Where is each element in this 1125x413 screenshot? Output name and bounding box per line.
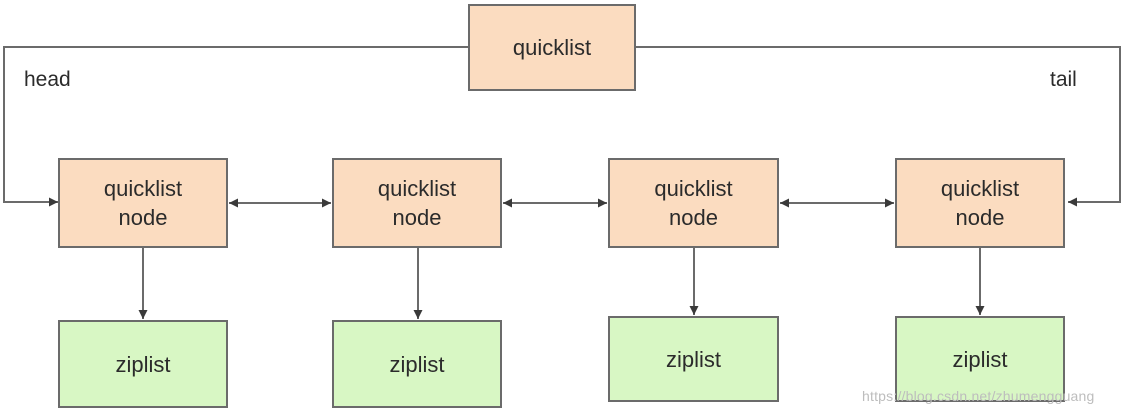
head-pointer-line	[3, 46, 470, 207]
ziplist-2-label: ziplist	[389, 351, 445, 377]
ziplist-3-label: ziplist	[665, 346, 721, 372]
quicklist-box: quicklist	[468, 4, 636, 91]
quicklist-node-1: quicklist node	[58, 158, 228, 248]
quicklist-node-2: quicklist node	[332, 158, 502, 248]
ziplist-3: ziplist	[608, 316, 779, 402]
ziplist-2: ziplist	[332, 320, 502, 408]
watermark: https://blog.csdn.net/zhumengguang	[862, 388, 1095, 404]
ziplist-4: ziplist	[895, 316, 1065, 402]
node-4-label: quicklist node	[940, 176, 1020, 230]
tail-pointer-line	[636, 46, 1121, 207]
quicklist-label: quicklist	[512, 35, 592, 60]
node-1-label: quicklist node	[103, 176, 183, 230]
head-label: head	[24, 68, 71, 91]
ziplist-1: ziplist	[58, 320, 228, 408]
ziplist-1-label: ziplist	[115, 351, 171, 377]
ziplist-4-label: ziplist	[952, 346, 1008, 372]
quicklist-node-4: quicklist node	[895, 158, 1065, 248]
node-2-label: quicklist node	[377, 176, 457, 230]
quicklist-node-3: quicklist node	[608, 158, 779, 248]
tail-label: tail	[1050, 68, 1077, 91]
node-3-label: quicklist node	[654, 176, 733, 230]
